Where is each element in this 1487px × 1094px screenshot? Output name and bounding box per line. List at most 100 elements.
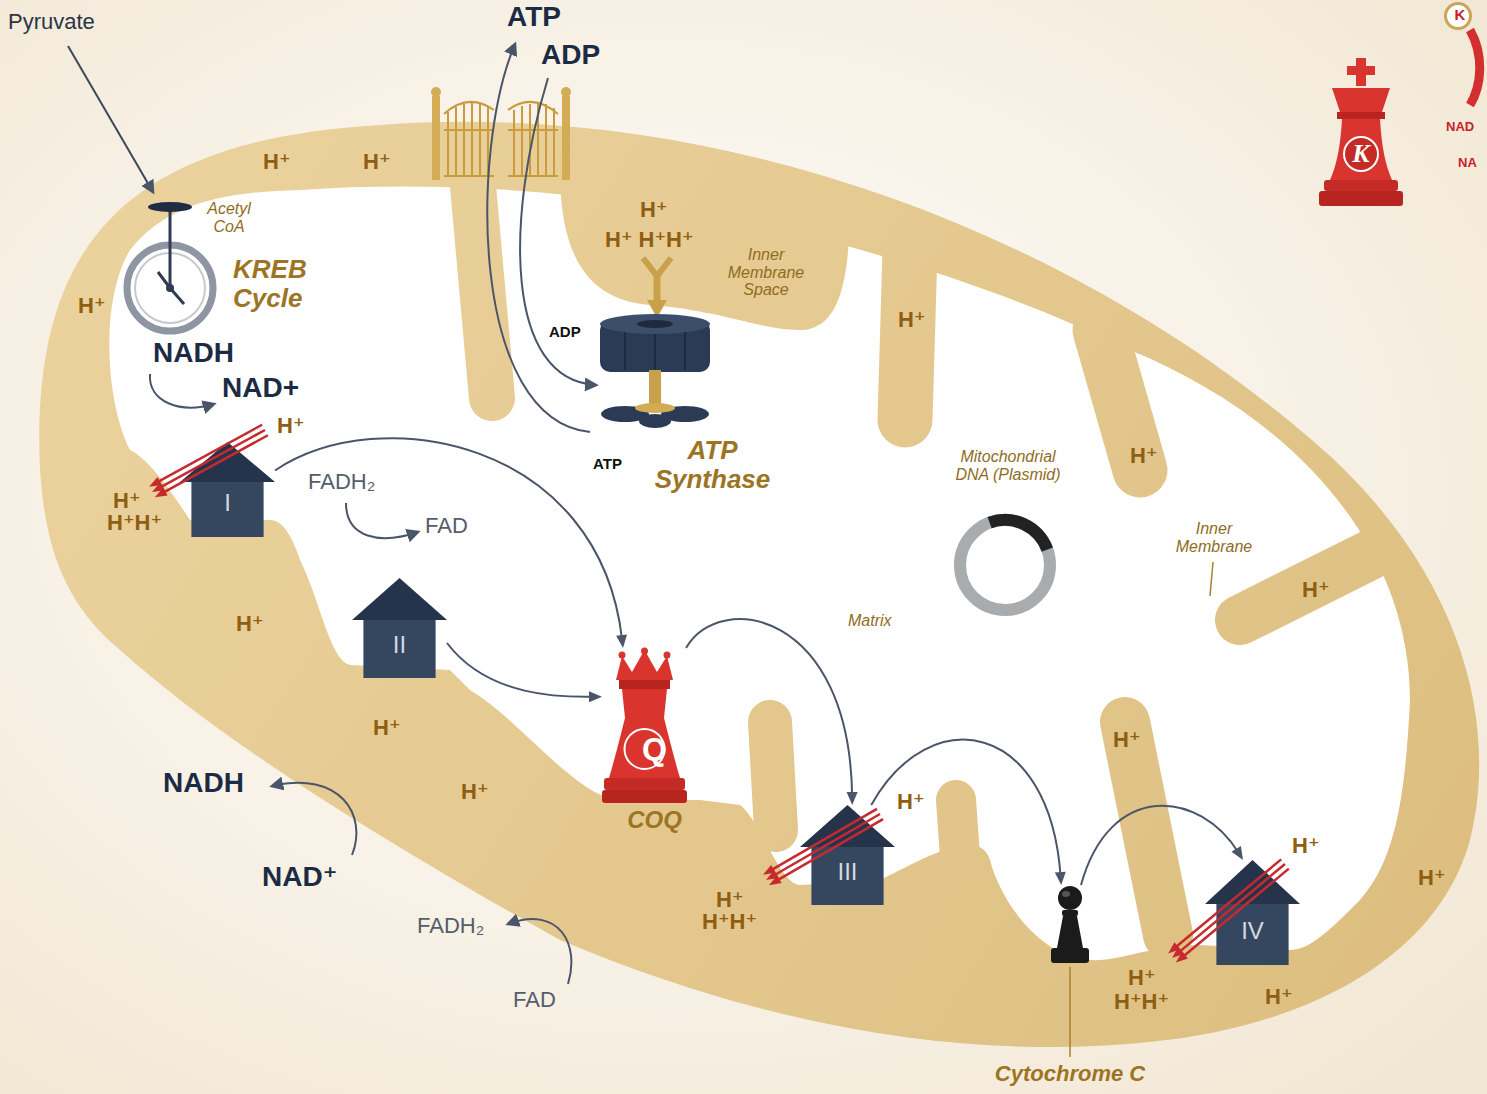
molecule-label: NADH	[153, 338, 234, 369]
king-band	[1337, 112, 1385, 119]
molecule-label: ATP	[593, 456, 622, 473]
node-number: K	[1352, 140, 1369, 169]
leader-line	[1069, 967, 1071, 1057]
king-piece: K	[1318, 58, 1404, 206]
node-number: III	[837, 859, 857, 885]
king-base	[1319, 191, 1403, 206]
rotor-segments	[625, 332, 685, 372]
cycle-arrow	[346, 503, 418, 538]
proton-label: H⁺	[898, 308, 926, 332]
label-slot: H⁺H⁺	[702, 910, 757, 934]
complex-house: III	[800, 805, 895, 905]
house-body	[363, 616, 435, 678]
molecule-label: FAD	[425, 514, 468, 538]
label-slot: NADH	[153, 338, 234, 369]
label-slot: NAD⁺	[262, 862, 337, 893]
receptor	[643, 258, 671, 276]
region-label: Inner Membrane	[1168, 520, 1260, 555]
rotor-top	[600, 314, 710, 334]
molecule-label: NAD⁺	[262, 862, 337, 893]
house-body	[1216, 900, 1288, 965]
node-number: I	[224, 490, 231, 516]
label-slot: H⁺	[373, 716, 401, 740]
molecule-label: ATP	[507, 2, 561, 33]
label-slot: H⁺	[1418, 866, 1446, 890]
queen-band	[619, 680, 670, 689]
label-slot: H⁺	[1130, 444, 1158, 468]
molecule-label: FADH₂	[308, 470, 375, 494]
proton-label: H⁺H⁺	[702, 910, 757, 934]
connector-line	[871, 740, 1060, 877]
proton-label: H⁺	[897, 790, 925, 814]
arrow-head	[1055, 872, 1066, 885]
complex-house-shape	[1205, 860, 1300, 965]
crista-fold	[560, 170, 850, 330]
label-slot: Pyruvate	[8, 10, 95, 34]
pawn-base	[1051, 948, 1089, 963]
label-slot: H⁺	[1292, 834, 1320, 858]
pawn-shine	[1062, 891, 1070, 897]
proton-pump-arrow	[778, 819, 883, 880]
proton-label: H⁺	[78, 294, 106, 318]
proton-label: H⁺	[1418, 866, 1446, 890]
cytochrome-pawn-shape	[1048, 885, 1092, 965]
molecule-label: NAD+	[222, 373, 299, 404]
queen-base	[602, 790, 687, 803]
crista-fold	[956, 800, 962, 885]
region-label: Mitochondrial DNA (Plasmid)	[948, 448, 1068, 483]
flow-connector	[686, 619, 858, 805]
label-slot: H⁺ H⁺H⁺	[605, 228, 694, 252]
region-label: Acetyl CoA	[198, 200, 260, 235]
coq-queen: QCOQ	[602, 648, 707, 843]
label-slot: Matrix	[848, 612, 892, 630]
proton-label: H⁺	[640, 198, 668, 222]
leader-line	[1210, 562, 1213, 596]
label-slot: ADP	[549, 324, 581, 341]
gate-panel	[444, 102, 494, 176]
propeller-blade	[639, 414, 671, 428]
label-slot: ADP	[541, 40, 600, 71]
proton-pump-arrow	[164, 435, 268, 492]
gate-post	[562, 96, 570, 180]
crown-ball	[641, 648, 648, 655]
atp-out-arrow	[487, 44, 590, 432]
badge-circle	[1446, 4, 1471, 29]
label-slot: NA	[1458, 156, 1477, 170]
crista-fold	[905, 250, 910, 420]
node-number: IV	[1241, 918, 1264, 944]
proton-pump-head	[149, 477, 162, 487]
king-cross	[1347, 66, 1375, 75]
king-piece-shape	[1318, 58, 1404, 206]
cytochrome-pawn: Cytochrome C	[1048, 885, 1092, 965]
label-slot: H⁺	[363, 150, 391, 174]
label-slot: H⁺	[1113, 728, 1141, 752]
label-slot: NADH	[163, 768, 244, 799]
cycle-arrow	[272, 783, 356, 855]
label-slot: H⁺	[277, 414, 305, 438]
propeller-disc	[635, 403, 675, 413]
seat	[148, 202, 192, 212]
arrow-head	[1232, 846, 1243, 860]
label-slot: H⁺H⁺	[1114, 990, 1169, 1014]
pawn-body	[1057, 916, 1083, 948]
molecule-label: NADH	[163, 768, 244, 799]
arrow-head	[589, 691, 602, 702]
label-slot: H⁺	[263, 150, 291, 174]
house-body	[191, 478, 263, 537]
label-slot: H⁺	[113, 489, 141, 513]
label-slot: H⁺	[716, 888, 744, 912]
node-label: COQ	[627, 807, 682, 833]
label-slot: Inner Membrane Space	[716, 246, 816, 299]
node-label: Cytochrome C	[995, 1062, 1145, 1086]
flow-connector	[1081, 806, 1243, 885]
king-body	[1330, 119, 1392, 180]
connector-line	[447, 643, 594, 697]
structure-label: ATP Synthase	[645, 436, 780, 493]
label-slot: H⁺	[461, 780, 489, 804]
flow-connector	[275, 438, 627, 648]
complex-house-shape	[352, 578, 447, 678]
proton-label: H⁺	[277, 414, 305, 438]
label-slot: NAD+	[222, 373, 299, 404]
